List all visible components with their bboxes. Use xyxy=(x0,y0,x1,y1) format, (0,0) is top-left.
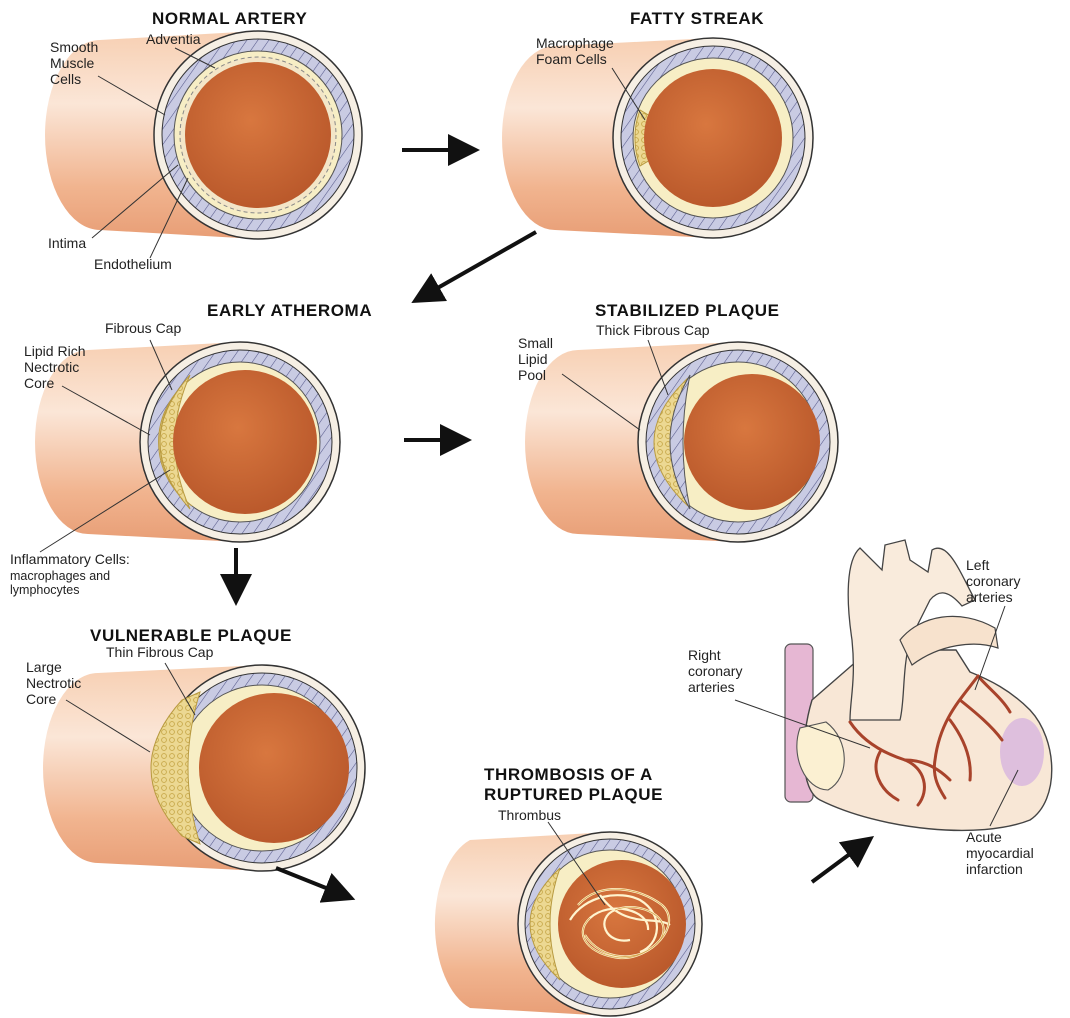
label-large-core-3: Core xyxy=(26,691,57,707)
arrow-vulnerable-to-thrombosis xyxy=(276,868,346,896)
label-inflammatory-sub-2: lymphocytes xyxy=(10,583,79,597)
leader-line xyxy=(975,606,1005,690)
label-thin-cap: Thin Fibrous Cap xyxy=(106,644,214,660)
label-large-core-1: Large xyxy=(26,659,62,675)
label-infarct-3: infarction xyxy=(966,861,1023,877)
label-left-coronary-2: coronary xyxy=(966,573,1020,589)
label-infarct-1: Acute xyxy=(966,829,1002,845)
lumen xyxy=(173,370,317,514)
label-intima: Intima xyxy=(48,235,86,251)
label-infarct-2: myocardial xyxy=(966,845,1034,861)
stage-title: STABILIZED PLAQUE xyxy=(595,301,780,320)
label-lipid-core-3: Core xyxy=(24,375,55,391)
stage-title: FATTY STREAK xyxy=(630,9,764,28)
label-left-coronary-1: Left xyxy=(966,557,989,573)
stage-fatty-streak: FATTY STREAK Macrophage Foam Cells xyxy=(502,9,813,238)
stage-early-atheroma: EARLY ATHEROMA Fibrous Cap Lipid Rich Ne… xyxy=(10,301,372,597)
label-inflammatory-sub-1: macrophages and xyxy=(10,569,110,583)
label-small-pool-2: Lipid xyxy=(518,351,548,367)
label-smooth-muscle-1: Smooth xyxy=(50,39,98,55)
stage-vulnerable-plaque: VULNERABLE PLAQUE Thin Fibrous Cap Large… xyxy=(26,626,365,871)
infarct-area xyxy=(1000,718,1044,786)
stage-title-line-2: RUPTURED PLAQUE xyxy=(484,785,663,804)
label-smooth-muscle-3: Cells xyxy=(50,71,81,87)
stage-title: VULNERABLE PLAQUE xyxy=(90,626,292,645)
label-macrophage-1: Macrophage xyxy=(536,35,614,51)
stage-normal-artery: NORMAL ARTERY Adventia Smooth Muscle Cel… xyxy=(45,9,362,272)
label-right-coronary-2: coronary xyxy=(688,663,742,679)
label-fibrous-cap: Fibrous Cap xyxy=(105,320,181,336)
label-lipid-core-1: Lipid Rich xyxy=(24,343,85,359)
stage-title-line-1: THROMBOSIS OF A xyxy=(484,765,653,784)
label-small-pool-3: Pool xyxy=(518,367,546,383)
lumen xyxy=(684,374,820,510)
label-right-coronary-1: Right xyxy=(688,647,721,663)
arrow-thrombosis-to-heart xyxy=(812,842,866,882)
label-large-core-2: Nectrotic xyxy=(26,675,81,691)
lumen xyxy=(644,69,782,207)
label-thrombus: Thrombus xyxy=(498,807,561,823)
label-lipid-core-2: Nectrotic xyxy=(24,359,79,375)
label-small-pool-1: Small xyxy=(518,335,553,351)
label-left-coronary-3: arteries xyxy=(966,589,1013,605)
stage-thrombosis: THROMBOSIS OF A RUPTURED PLAQUE Thrombus xyxy=(435,765,702,1016)
heart-illustration: Left coronary arteries Right coronary ar… xyxy=(688,540,1052,877)
stage-title: NORMAL ARTERY xyxy=(152,9,308,28)
label-inflammatory: Inflammatory Cells: xyxy=(10,551,130,567)
label-endothelium: Endothelium xyxy=(94,256,172,272)
label-adventia: Adventia xyxy=(146,31,201,47)
stage-title: EARLY ATHEROMA xyxy=(207,301,372,320)
arrow-fatty-to-early xyxy=(420,232,536,298)
lumen xyxy=(185,62,331,208)
lumen xyxy=(199,693,349,843)
label-right-coronary-3: arteries xyxy=(688,679,735,695)
label-smooth-muscle-2: Muscle xyxy=(50,55,95,71)
label-thick-cap: Thick Fibrous Cap xyxy=(596,322,710,338)
stage-stabilized-plaque: STABILIZED PLAQUE Thick Fibrous Cap Smal… xyxy=(518,301,838,542)
label-macrophage-2: Foam Cells xyxy=(536,51,607,67)
